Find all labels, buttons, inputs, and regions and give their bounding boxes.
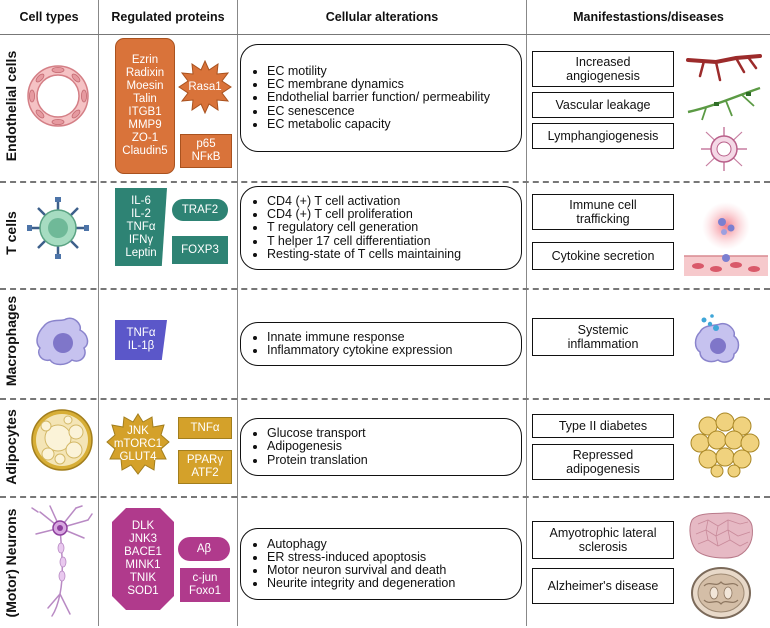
header-manifestations: Manifestastions/diseases [573, 10, 724, 24]
octagon-shape [112, 508, 174, 610]
disease-vascular-leakage: Vascular leakage [532, 92, 674, 118]
disease-increased-angiogenesis: Increased angiogenesis [532, 51, 674, 87]
row-label-t-cells: T cells [3, 211, 19, 255]
row-separator [0, 181, 770, 183]
leaky-vessel-icon [687, 86, 761, 121]
muscle-tissue-icon [689, 512, 753, 559]
disease-alzheimers: Alzheimer's disease [532, 568, 674, 604]
row-label-neurons: (Motor) Neurons [3, 508, 19, 618]
row-label-macrophages: Macrophages [3, 295, 19, 387]
row-label-endothelial: Endothelial cells [3, 50, 19, 162]
alteration-item: EC senescence [267, 104, 511, 118]
alteration-item: EC motility [267, 64, 511, 78]
alteration-item: CD4 (+) T cell proliferation [267, 207, 511, 221]
neuron-icon [31, 505, 93, 617]
alterations-macrophages: Innate immune response Inflammatory cyto… [240, 322, 522, 366]
alterations-endothelial: EC motility EC membrane dynamics Endothe… [240, 44, 522, 152]
row-separator [0, 496, 770, 498]
alterations-adipocytes: Glucose transport Adipogenesis Protein t… [240, 418, 522, 476]
row-separator [0, 288, 770, 290]
alteration-item: Protein translation [267, 453, 511, 467]
alteration-item: T regulatory cell generation [267, 221, 511, 234]
disease-repressed-adipogenesis: Repressed adipogenesis [532, 444, 674, 480]
disease-lymphangiogenesis: Lymphangiogenesis [532, 123, 674, 149]
inflamed-macrophage-icon [694, 314, 740, 363]
fat-tissue-icon [690, 412, 760, 478]
column-divider [237, 0, 238, 626]
trafficking-vessel-icon [684, 202, 768, 276]
disease-type-ii-diabetes: Type II diabetes [532, 414, 674, 438]
disease-systemic-inflammation: Systemic inflammation [532, 318, 674, 356]
alteration-item: Adipogenesis [267, 440, 511, 453]
header-regulated-proteins: Regulated proteins [111, 10, 225, 24]
protein-box-tnfa-adipo: TNFα [178, 417, 232, 439]
alteration-item: Glucose transport [267, 426, 511, 440]
disease-immune-cell-trafficking: Immune cell trafficking [532, 194, 674, 230]
starburst-shape [178, 60, 232, 114]
alteration-item: ER stress-induced apoptosis [267, 550, 511, 564]
alteration-item: CD4 (+) T cell activation [267, 194, 511, 208]
alteration-item: EC metabolic capacity [267, 117, 511, 131]
brain-section-icon [691, 567, 751, 619]
header-divider [0, 34, 770, 35]
protein-box-abeta: Aβ [178, 537, 230, 561]
alterations-neurons: Autophagy ER stress-induced apoptosis Mo… [240, 528, 522, 600]
protein-box-foxp3: FOXP3 [172, 236, 228, 264]
row-label-adipocytes: Adipocytes [3, 409, 19, 485]
t-cell-icon [27, 197, 89, 259]
endothelial-ring-icon [27, 65, 89, 127]
disease-als: Amyotrophic lateral sclerosis [532, 521, 674, 559]
alteration-item: T helper 17 cell differentiation [267, 234, 511, 248]
alteration-item: Inflammatory cytokine expression [267, 343, 511, 357]
column-divider [526, 0, 527, 626]
header-cell-types: Cell types [19, 10, 79, 24]
angiogenesis-vessel-icon [686, 54, 762, 82]
disease-cytokine-secretion: Cytokine secretion [532, 242, 674, 270]
alteration-item: Neurite integrity and degeneration [267, 577, 511, 590]
protein-rasa1: Rasa1 [188, 80, 222, 93]
alteration-item: Endothelial barrier function/ permeabili… [267, 91, 511, 104]
adipocyte-icon [31, 409, 93, 471]
lymphatic-icon [701, 127, 747, 171]
row-separator [0, 398, 770, 400]
alteration-item: Innate immune response [267, 330, 511, 344]
macrophage-icon [36, 317, 89, 366]
header-cellular-alterations: Cellular alterations [325, 10, 439, 24]
alteration-item: Autophagy [267, 537, 511, 551]
protein-box-traf2: TRAF2 [172, 199, 228, 221]
alterations-t-cells: CD4 (+) T cell activation CD4 (+) T cell… [240, 186, 522, 270]
alteration-item: Resting-state of T cells maintaining [267, 247, 511, 261]
alteration-item: EC membrane dynamics [267, 77, 511, 91]
alteration-item: Motor neuron survival and death [267, 563, 511, 577]
column-divider [98, 0, 99, 626]
starburst-shape [106, 413, 170, 475]
